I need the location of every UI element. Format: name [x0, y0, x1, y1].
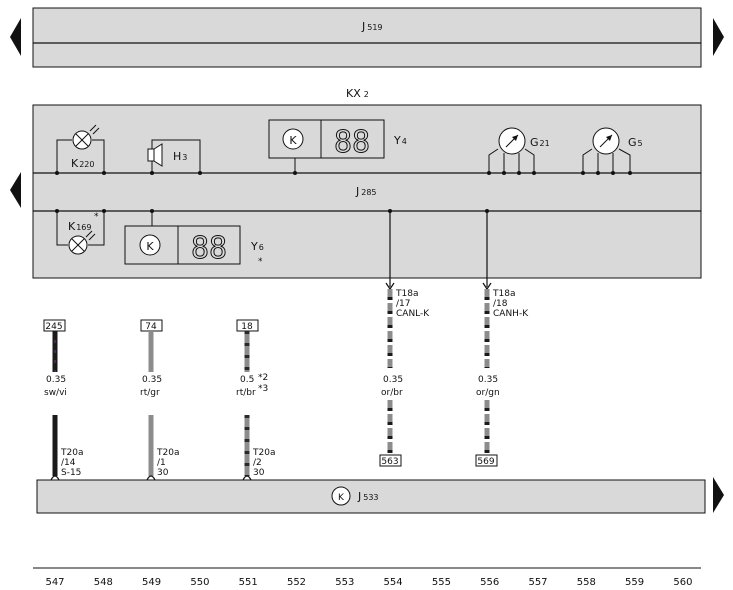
- page-next-arrow-bottom[interactable]: [713, 477, 724, 513]
- svg-text:sw/vi: sw/vi: [44, 388, 67, 398]
- svg-text:K169: K169: [68, 220, 92, 233]
- svg-text:CANH-K: CANH-K: [493, 309, 529, 319]
- svg-text:T18a: T18a: [395, 289, 418, 299]
- grid-number: 555: [432, 577, 451, 588]
- component-y6: K 88 Y6 *: [124, 209, 264, 267]
- k-symbol-icon: [139, 234, 161, 256]
- wire-554: T18a /17 CANL-K 0.35 or/br 563: [379, 209, 430, 467]
- svg-text:245: 245: [45, 322, 62, 332]
- svg-text:K: K: [146, 240, 154, 253]
- svg-text:/1: /1: [157, 458, 166, 468]
- svg-text:S-15: S-15: [61, 468, 81, 478]
- svg-text:30: 30: [253, 468, 265, 478]
- svg-text:*3: *3: [258, 384, 268, 394]
- component-y4: K 88 Y4: [268, 119, 407, 175]
- svg-text:T20a: T20a: [252, 448, 275, 458]
- svg-text:569: 569: [477, 457, 494, 467]
- svg-text:/2: /2: [253, 458, 262, 468]
- wire-549: 74 0.35 rt/gr T20a /1 30: [140, 319, 179, 481]
- grid-numbers: 547 548 549 550 551 552 553 554 555 556 557 558 559 5…: [45, 577, 692, 588]
- svg-text:or/gn: or/gn: [476, 388, 500, 398]
- speaker-icon: [147, 148, 155, 162]
- page-prev-arrow-top[interactable]: [10, 18, 21, 56]
- svg-text:0.35: 0.35: [478, 375, 498, 385]
- svg-text:30: 30: [157, 468, 169, 478]
- svg-text:rt/gr: rt/gr: [140, 388, 160, 398]
- grid-number: 552: [287, 577, 306, 588]
- grid-number: 549: [142, 577, 161, 588]
- seven-segment-display: 88: [334, 125, 370, 160]
- grid-number: 547: [45, 577, 64, 588]
- svg-text:K220: K220: [71, 157, 95, 170]
- svg-text:H3: H3: [173, 150, 187, 163]
- grid-number: 558: [577, 577, 596, 588]
- wire-547: 245 0.35 sw/vi T20a /14 S-15: [43, 319, 83, 481]
- grid-number: 560: [673, 577, 692, 588]
- grid-number: 553: [335, 577, 354, 588]
- wire-551: 18 *2 *3 0.5 rt/br T20a /2 30: [236, 319, 275, 481]
- svg-text:rt/br: rt/br: [236, 388, 256, 398]
- wire-556: T18a /18 CANH-K 0.35 or/gn 569: [475, 209, 529, 467]
- svg-text:563: 563: [381, 457, 398, 467]
- svg-text:T20a: T20a: [60, 448, 83, 458]
- svg-text:*2: *2: [258, 373, 268, 383]
- svg-text:G5: G5: [628, 136, 643, 149]
- svg-text:0.5: 0.5: [240, 375, 254, 385]
- grid-number: 548: [94, 577, 113, 588]
- svg-text:*: *: [258, 257, 263, 267]
- svg-text:T20a: T20a: [156, 448, 179, 458]
- svg-text:/18: /18: [493, 299, 508, 309]
- svg-text:CANL-K: CANL-K: [396, 309, 430, 319]
- k-symbol-icon: [331, 486, 351, 506]
- page-prev-arrow-mid[interactable]: [10, 172, 21, 208]
- svg-text:0.35: 0.35: [142, 375, 162, 385]
- grid-number: 551: [239, 577, 258, 588]
- grid-number: 556: [480, 577, 499, 588]
- page-next-arrow-top[interactable]: [713, 18, 724, 56]
- seven-segment-display: 88: [191, 231, 227, 266]
- component-h3: H3: [147, 139, 202, 175]
- svg-text:or/br: or/br: [381, 388, 403, 398]
- svg-text:G21: G21: [530, 136, 550, 149]
- grid-number: 550: [190, 577, 209, 588]
- component-g5: G5: [581, 127, 643, 175]
- grid-number: 559: [625, 577, 644, 588]
- component-k169: K169 *: [55, 209, 106, 255]
- k-symbol-icon: [282, 128, 304, 150]
- svg-text:0.35: 0.35: [46, 375, 66, 385]
- grid-number: 554: [384, 577, 403, 588]
- j519-sub: 519: [367, 23, 382, 32]
- svg-text:0.35: 0.35: [383, 375, 403, 385]
- svg-text:T18a: T18a: [492, 289, 515, 299]
- svg-text:K: K: [289, 134, 297, 147]
- svg-text:K: K: [338, 493, 345, 503]
- svg-text:Y6: Y6: [250, 240, 264, 253]
- svg-text:74: 74: [145, 322, 157, 332]
- component-g21: G21: [487, 127, 550, 175]
- svg-text:/17: /17: [396, 299, 410, 309]
- svg-text:Y4: Y4: [393, 134, 407, 147]
- grid-number: 557: [528, 577, 547, 588]
- j519-code: J: [361, 20, 365, 33]
- svg-text:18: 18: [241, 322, 253, 332]
- svg-text:*: *: [94, 212, 99, 222]
- svg-text:/14: /14: [61, 458, 76, 468]
- component-k220: K220: [55, 124, 106, 175]
